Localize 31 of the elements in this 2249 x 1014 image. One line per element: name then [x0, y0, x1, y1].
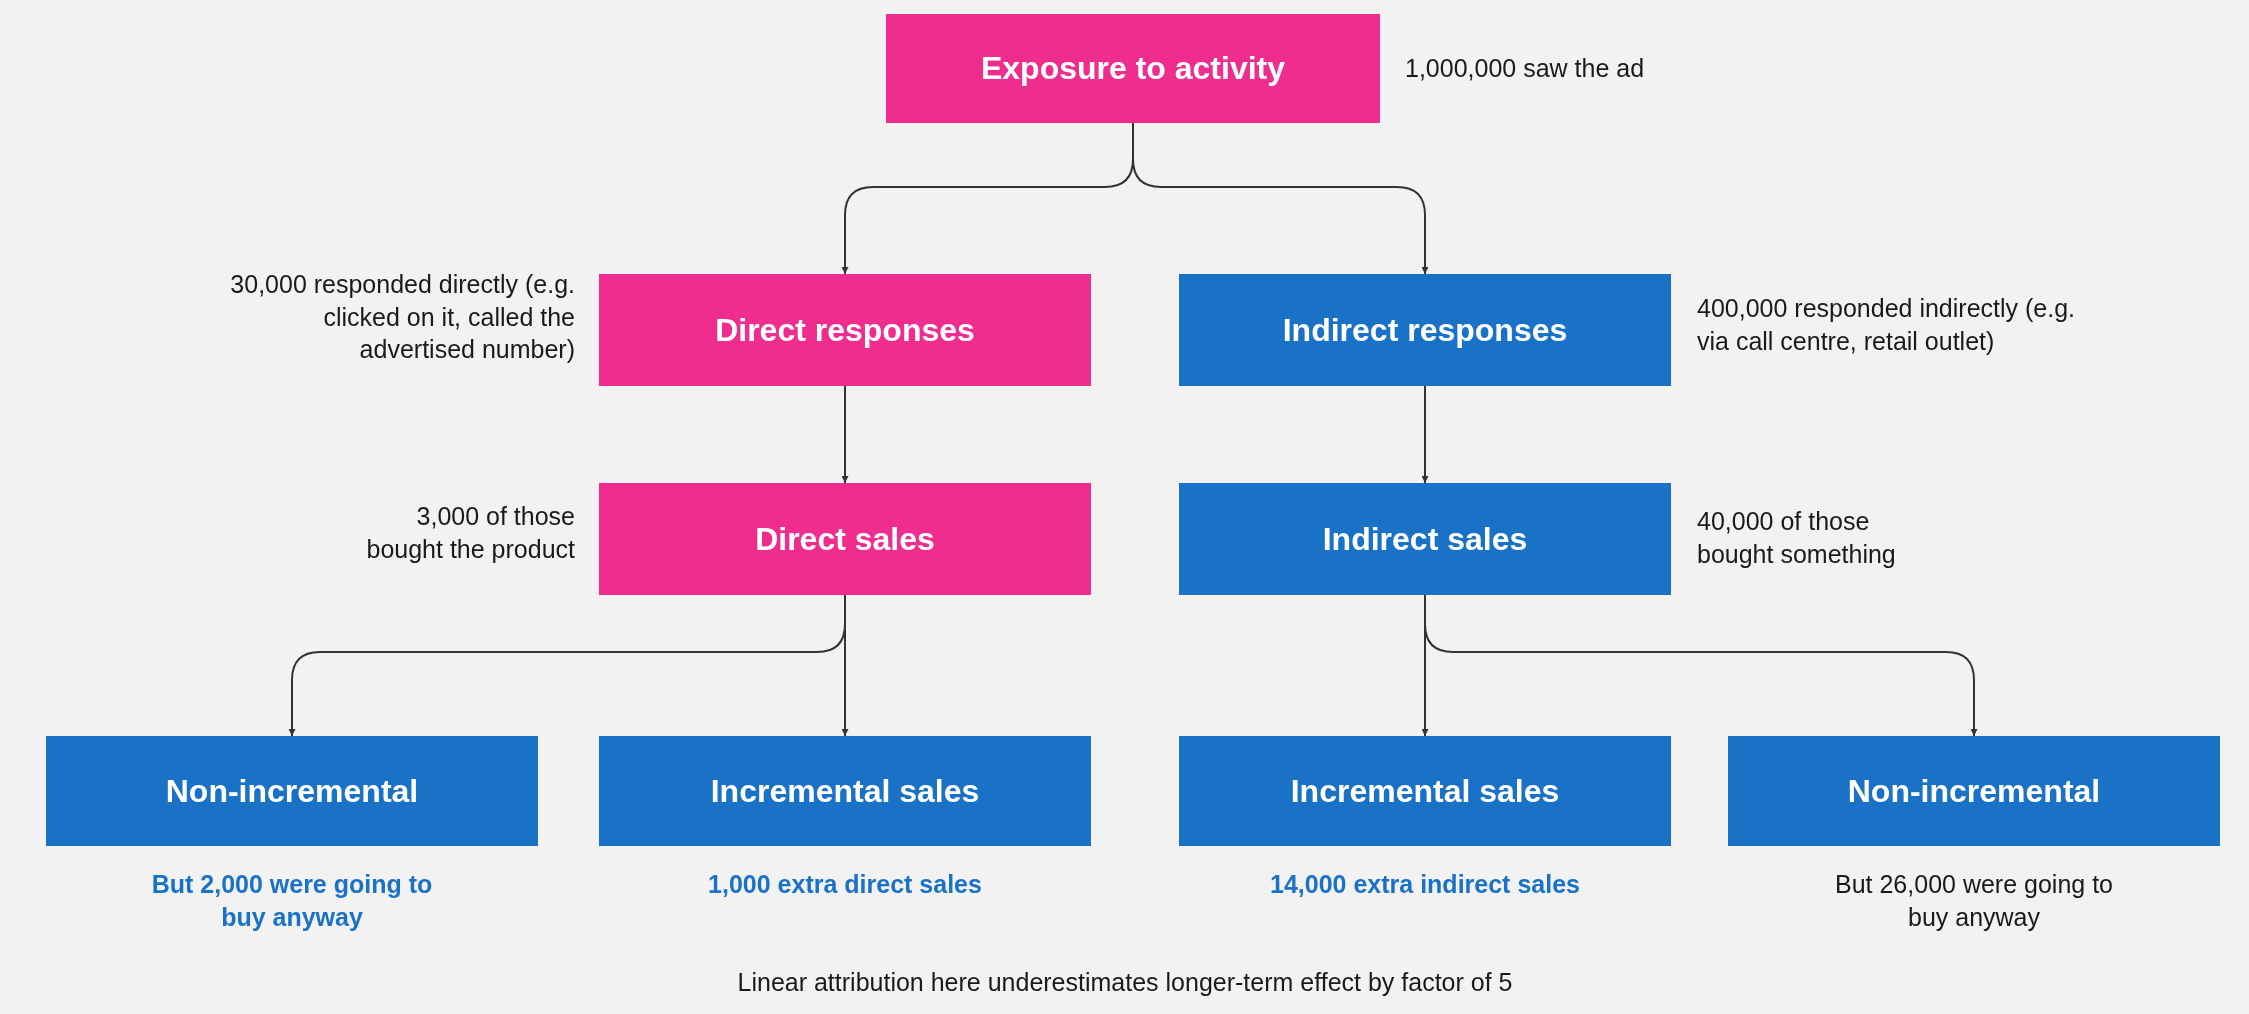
- box-title: Non-incremental: [1847, 772, 2101, 810]
- process-box: [599, 483, 1091, 595]
- process-box: [46, 736, 538, 846]
- arrow: [841, 385, 849, 484]
- annotation-text: 40,000 of those bought something: [1697, 506, 1897, 570]
- annotation-text: But 2,000 were going to buy anyway: [150, 869, 434, 933]
- process-box: [1179, 483, 1671, 595]
- box-title: Direct sales: [755, 520, 935, 558]
- process-box: [886, 14, 1380, 123]
- process-box: [599, 274, 1091, 386]
- process-box: [1179, 736, 1671, 846]
- arrow: [1421, 385, 1429, 484]
- box-title: Indirect sales: [1322, 520, 1528, 558]
- annotation-text: 30,000 responded directly (e.g. clicked on it, called the advertised number): [229, 269, 575, 365]
- annotation-text: 14,000 extra indirect sales: [1269, 869, 1581, 900]
- box-title: Incremental sales: [1290, 772, 1560, 810]
- annotation-text: 1,000,000 saw the ad: [1405, 53, 1646, 84]
- box-title: Exposure to activity: [980, 50, 1286, 87]
- process-box: [599, 736, 1091, 846]
- annotation-text: 400,000 responded indirectly (e.g. via call centre, retail outlet): [1697, 293, 2077, 357]
- box-title: Incremental sales: [710, 772, 980, 810]
- process-box: [1179, 274, 1671, 386]
- box-title: Non-incremental: [165, 772, 419, 810]
- box-title: Direct responses: [715, 311, 975, 349]
- annotation-text: But 26,000 were going to buy anyway: [1834, 869, 2114, 933]
- arrow: [841, 594, 849, 737]
- box-title: Indirect responses: [1282, 311, 1568, 349]
- annotation-text: 1,000 extra direct sales: [707, 869, 983, 900]
- annotation-text: 3,000 of those bought the product: [365, 501, 575, 565]
- footnote: Linear attribution here underestimates longer-term effect by factor of 5: [736, 968, 1514, 997]
- process-box: [1728, 736, 2220, 846]
